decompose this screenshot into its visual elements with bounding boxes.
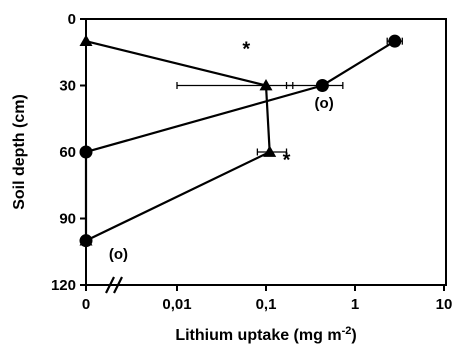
series-line (85, 40, 271, 242)
data-point-circle (79, 145, 93, 159)
annotation-label: (o) (109, 246, 128, 263)
annotation-label: (o) (315, 95, 334, 112)
series-line (84, 40, 396, 241)
x-tick-label: 1 (351, 296, 359, 313)
annotation-layer: * * (o) (o) (109, 39, 334, 263)
data-point-triangle (263, 145, 277, 157)
y-tick-label: 120 (51, 277, 76, 294)
x-axis-title: Lithium uptake (mg m-2) (175, 325, 356, 344)
series-circle (79, 34, 403, 248)
x-tick-label: 0,01 (162, 296, 191, 313)
data-point-circle (388, 34, 402, 48)
data-point-triangle (79, 234, 93, 246)
series-layer (79, 34, 403, 248)
x-tick-label: 0,1 (256, 296, 277, 313)
significance-star: * (283, 149, 291, 171)
data-point-circle (315, 79, 329, 92)
y-tick-label: 30 (59, 78, 76, 95)
significance-star: * (242, 39, 250, 61)
x-tick-label: 10 (436, 296, 453, 313)
y-tick-label: 90 (59, 211, 76, 228)
x-axis-break (105, 276, 123, 294)
y-axis-title: Soil depth (cm) (11, 94, 28, 210)
data-point-triangle (259, 79, 273, 91)
series-triangle (79, 34, 294, 246)
x-axis-break-stroke (113, 276, 123, 294)
y-tick-label: 0 (68, 11, 76, 28)
axes: 0 0,01 0,1 1 10 0 30 60 90 120 (51, 11, 452, 313)
y-tick-label: 60 (59, 144, 76, 161)
data-point-triangle (79, 34, 93, 47)
x-axis-break-stroke (105, 276, 115, 294)
x-tick-label: 0 (82, 296, 90, 313)
